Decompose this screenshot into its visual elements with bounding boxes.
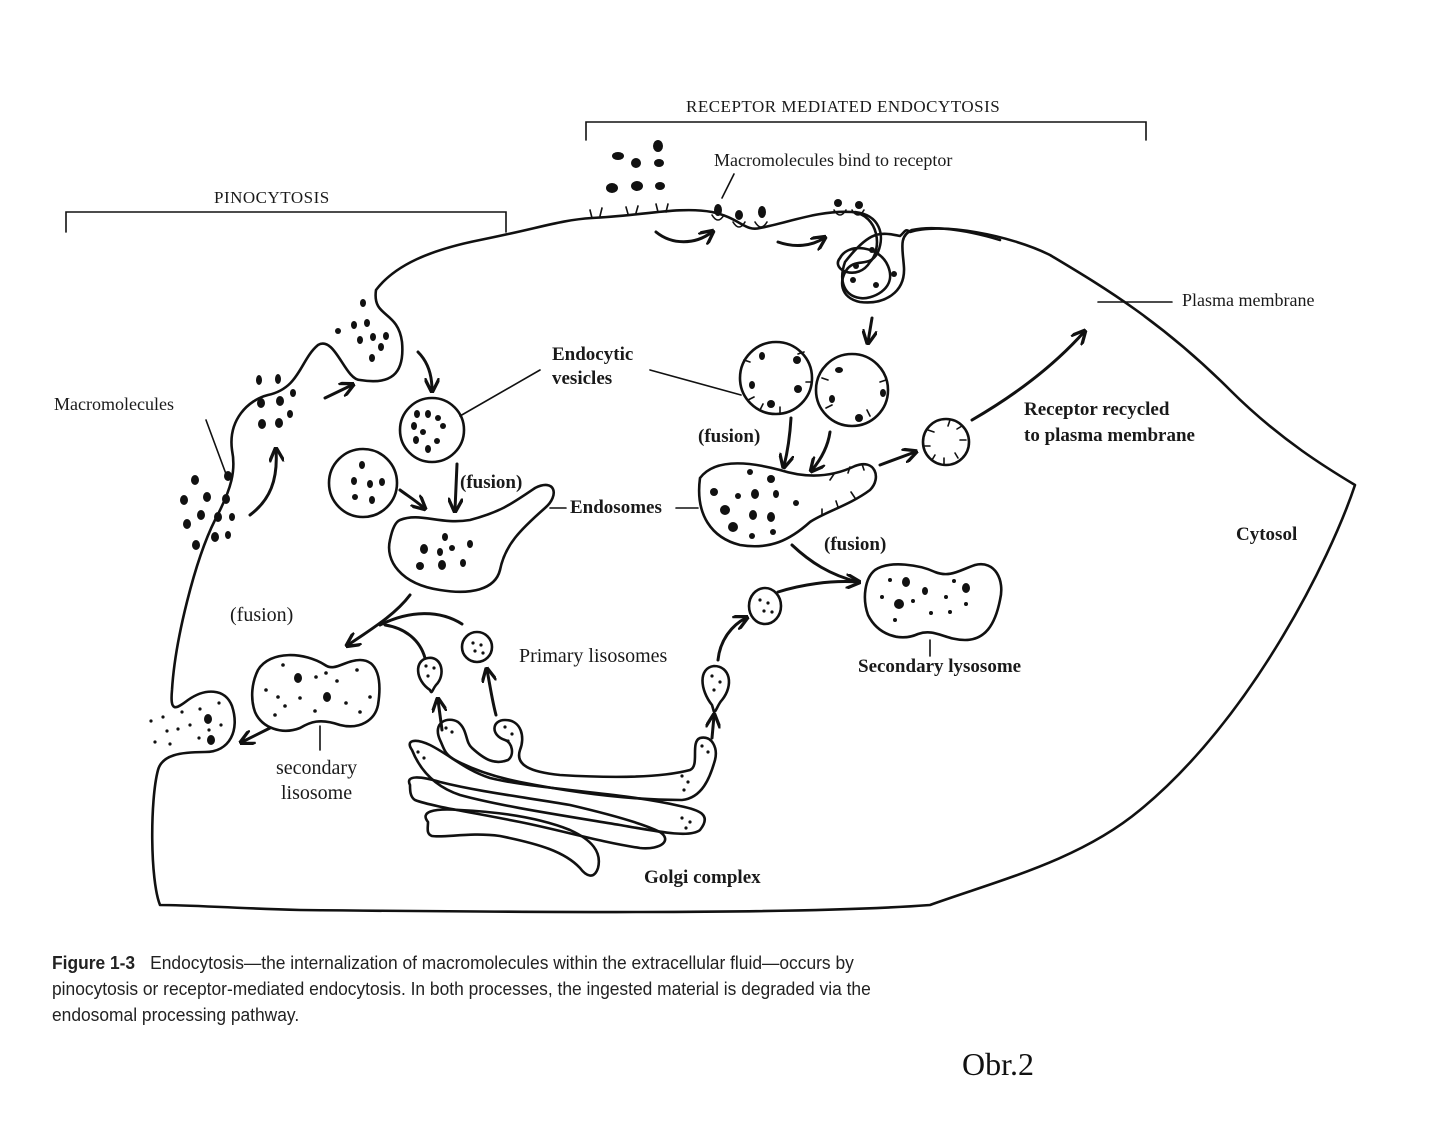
label-secondary-lysosome: Secondary lysosome (858, 656, 1022, 677)
arrow-to-recycle-vesicle (878, 452, 915, 467)
endocytic-leader-right (649, 369, 742, 396)
pinocytosis-bracket (65, 211, 507, 233)
membrane-invagination (840, 210, 1002, 304)
arrow-pino-2 (323, 385, 352, 400)
arrow-bind-1 (654, 232, 712, 242)
arrow-recycle-to-membrane (970, 332, 1084, 422)
receptor-vesicle-2 (814, 352, 890, 428)
label-fusion-right-top: (fusion) (698, 426, 761, 447)
label-endocytic-vesicles: Endocytic vesicles (552, 343, 633, 391)
pinocytosis-header: PINOCYTOSIS (214, 188, 330, 207)
arrow-pit-down (868, 316, 872, 342)
arrow-golgi-to-primary-2 (487, 670, 498, 717)
label-receptor-recycled: Receptor recycled to plasma membrane (1024, 397, 1195, 449)
arrow-primary-to-sec-left-2 (383, 623, 427, 660)
arrow-vesicle2-fusion (398, 488, 424, 508)
arrow-vesicle1-fusion (455, 462, 457, 510)
macromolecules-left (180, 299, 389, 550)
endocytic-leader-left (459, 369, 541, 417)
free-macromolecules-receptor (606, 140, 897, 288)
receptor-mediated-header: RECEPTOR MEDIATED ENDOCYTOSIS (686, 97, 1001, 116)
endosome-right (697, 462, 878, 548)
arrow-rv2-endosome (812, 430, 832, 470)
receptor-mediated-bracket (585, 121, 1147, 141)
label-fusion-center: (fusion) (460, 472, 523, 493)
plasma-membrane (150, 208, 1357, 914)
golgi-vesicle-right (701, 664, 731, 714)
label-macromolecules-bind: Macromolecules bind to receptor (714, 150, 953, 170)
secondary-lysosome-right (863, 562, 1003, 642)
caption-text: Endocytosis—the internalization of macro… (52, 952, 871, 1025)
label-endosomes: Endosomes (570, 497, 662, 518)
recycling-vesicle (921, 417, 971, 467)
label-fusion-right-bottom: (fusion) (824, 534, 887, 555)
arrow-golgi-vesicle-up (716, 618, 746, 662)
figure-number: Figure 1-3 (52, 952, 136, 973)
macromolecules-leader (205, 419, 227, 475)
figure-tag: Obr.2 (962, 1046, 1034, 1082)
primary-lysosome-left-2 (416, 656, 443, 694)
receptor-vesicle-1 (738, 340, 814, 416)
arrow-bind-2 (776, 238, 824, 245)
label-receptor-recycled-line1: Receptor recycled (1024, 399, 1170, 420)
primary-lysosome-left-1 (460, 630, 494, 664)
arrow-golgi-to-primary-1 (438, 700, 442, 732)
exocytosis-particles (149, 701, 223, 746)
arrow-pino-3 (416, 350, 432, 390)
label-secondary-lisosome-line2: lisosome (280, 782, 353, 804)
label-plasma-membrane: Plasma membrane (1182, 290, 1315, 310)
endosome-left (387, 483, 555, 594)
label-secondary-lisosome-line1: secondary (276, 757, 358, 779)
label-golgi-complex: Golgi complex (644, 867, 761, 888)
arrow-primary-to-sec-left-1 (378, 612, 464, 627)
pino-vesicle-1 (398, 396, 466, 464)
label-endocytic-vesicles-line1: Endocytic (552, 344, 634, 365)
label-receptor-recycled-line2: to plasma membrane (1024, 425, 1195, 446)
bind-leader (721, 173, 735, 199)
arrow-lysosome-exocytosis (242, 726, 272, 742)
label-macromolecules: Macromolecules (54, 394, 174, 414)
label-endocytic-vesicles-line2: vesicles (552, 368, 613, 389)
arrow-pino-1 (248, 450, 276, 517)
primary-lysosome-right (747, 586, 783, 626)
label-primary-lisosomes: Primary lisosomes (519, 645, 668, 667)
arrow-golgi-right-up (712, 716, 714, 740)
pino-vesicle-2 (327, 447, 399, 519)
golgi-complex (407, 718, 718, 877)
label-fusion-left: (fusion) (230, 604, 294, 626)
receptors (589, 203, 865, 228)
arrow-endosome-to-sec-left (348, 593, 412, 645)
arrow-primary-to-lysosome (776, 582, 858, 594)
label-secondary-lisosome: secondary lisosome (276, 756, 357, 806)
label-cytosol: Cytosol (1236, 524, 1298, 545)
arrow-rv1-endosome (784, 416, 791, 466)
secondary-lisosome-left (250, 653, 381, 732)
